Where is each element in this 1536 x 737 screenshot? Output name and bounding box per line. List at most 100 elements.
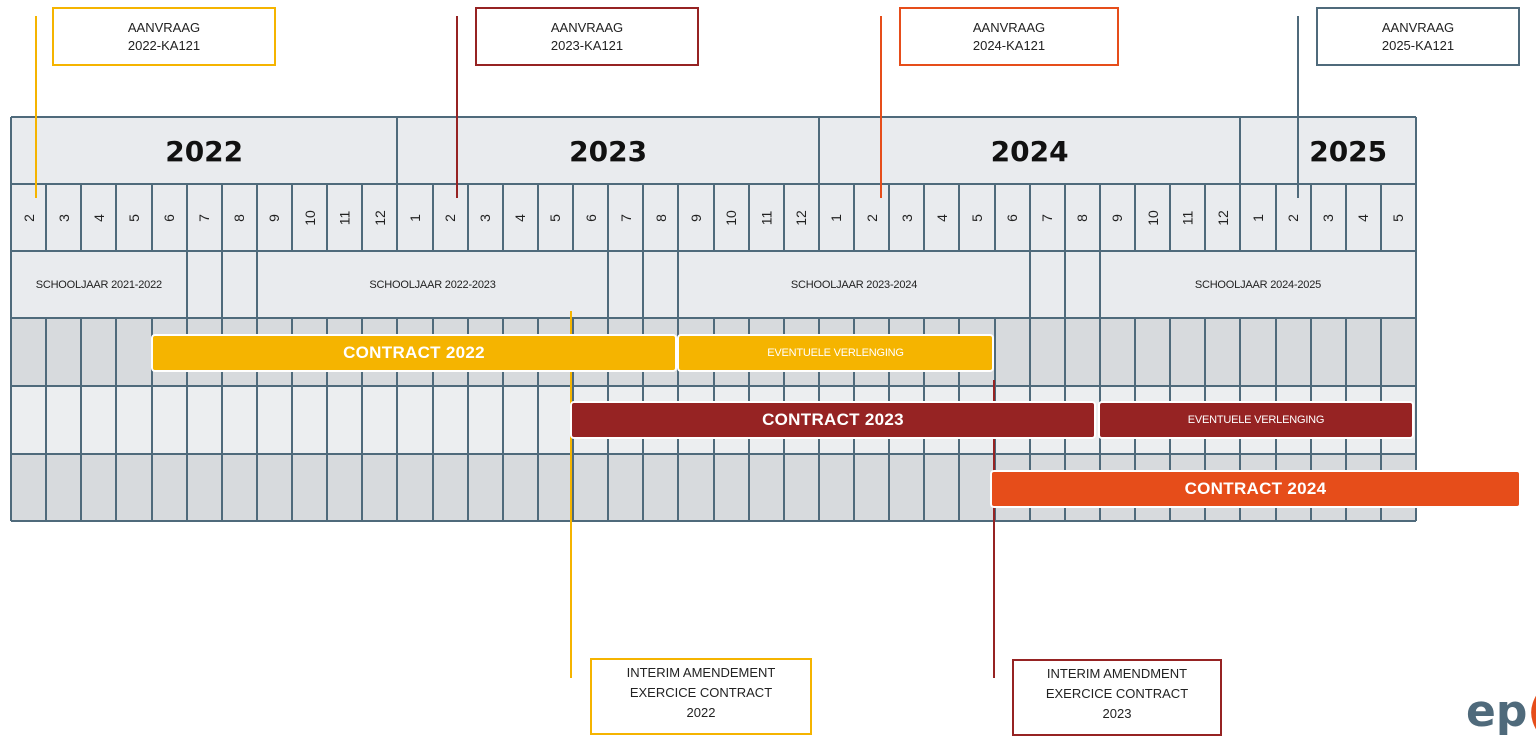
month-number: 8 <box>652 214 669 222</box>
year-label: 2025 <box>1309 134 1388 168</box>
month-label: 5 <box>538 185 573 251</box>
grid-line-vertical <box>1169 184 1172 251</box>
grid-line-vertical <box>396 117 399 184</box>
table-row-band <box>11 251 1416 318</box>
application-box: AANVRAAG 2022-KA121 <box>52 7 276 66</box>
month-label: 3 <box>889 185 924 251</box>
grid-line-vertical <box>1098 184 1101 251</box>
month-label: 11 <box>327 185 362 251</box>
month-label: 11 <box>749 185 784 251</box>
school-year-label: SCHOOLJAAR 2022-2023 <box>369 279 496 291</box>
grid-line-vertical <box>607 184 610 251</box>
grid-line-vertical <box>1239 184 1242 251</box>
month-number: 3 <box>898 214 915 222</box>
grid-line-vertical <box>10 184 12 251</box>
month-number: 5 <box>968 214 985 222</box>
month-label: 12 <box>784 185 819 251</box>
month-label: 10 <box>292 185 327 251</box>
grid-line-vertical <box>255 184 258 251</box>
month-label: 9 <box>1100 185 1135 251</box>
grid-line-vertical <box>115 318 118 521</box>
month-label: 2 <box>1276 185 1311 251</box>
grid-line-vertical <box>291 184 293 251</box>
month-label: 9 <box>257 185 292 251</box>
month-number: 1 <box>1249 214 1266 222</box>
grid-line-vertical <box>431 184 434 251</box>
month-label: 10 <box>1135 185 1170 251</box>
grid-line-vertical <box>150 184 153 251</box>
month-number: 2 <box>20 214 37 222</box>
grid-line-vertical <box>1028 184 1031 251</box>
grid-line-vertical <box>10 318 12 521</box>
month-number: 2 <box>1284 214 1301 222</box>
application-marker-line <box>880 16 882 198</box>
application-box: AANVRAAG 2023-KA121 <box>475 7 699 66</box>
grid-line-vertical <box>326 318 329 521</box>
month-label: 1 <box>397 185 432 251</box>
grid-line-vertical <box>1098 251 1101 318</box>
grid-line-vertical <box>80 184 83 251</box>
grid-line-vertical <box>642 184 645 251</box>
grid-line-vertical <box>361 184 364 251</box>
grid-line-vertical <box>1063 184 1066 251</box>
month-label: 4 <box>1346 185 1381 251</box>
grid-line-vertical <box>220 184 223 251</box>
month-number: 5 <box>125 214 142 222</box>
grid-line-vertical <box>501 318 504 521</box>
grid-line-vertical <box>255 251 258 318</box>
grid-line-vertical <box>1028 251 1031 318</box>
contract-2022-bar: CONTRACT 2022 <box>151 334 677 372</box>
grid-line-vertical <box>185 251 188 318</box>
month-label: 5 <box>1381 185 1416 251</box>
application-marker-line <box>1297 16 1299 198</box>
month-label: 12 <box>1205 185 1240 251</box>
month-number: 5 <box>1390 214 1407 222</box>
grid-line-vertical <box>1134 184 1136 251</box>
month-label: 2 <box>11 185 46 251</box>
month-label: 6 <box>152 185 187 251</box>
grid-line-vertical <box>923 184 926 251</box>
contract-2023-extension-bar: EVENTUELE VERLENGING <box>1098 401 1414 439</box>
grid-line-vertical <box>817 184 820 251</box>
grid-line-vertical <box>782 184 785 251</box>
month-number: 2 <box>863 214 880 222</box>
application-box: AANVRAAG 2025-KA121 <box>1316 7 1520 66</box>
month-number: 1 <box>828 214 845 222</box>
grid-line-vertical <box>958 184 961 251</box>
month-number: 6 <box>582 214 599 222</box>
organization-logo: ep( <box>1466 690 1536 734</box>
month-label: 3 <box>468 185 503 251</box>
grid-line-vertical <box>536 184 539 251</box>
grid-line-vertical <box>1309 184 1312 251</box>
interim-marker-line <box>993 380 995 678</box>
grid-line-vertical <box>255 318 258 521</box>
month-label: 4 <box>81 185 116 251</box>
month-label: 8 <box>222 185 257 251</box>
grid-line-horizontal <box>11 116 1416 118</box>
grid-line-vertical <box>431 318 434 521</box>
grid-line-vertical <box>501 184 504 251</box>
grid-line-vertical <box>361 318 364 521</box>
grid-line-vertical <box>185 184 188 251</box>
month-number: 7 <box>196 214 213 222</box>
month-label: 4 <box>503 185 538 251</box>
month-label: 3 <box>46 185 81 251</box>
grid-line-vertical <box>1415 184 1417 251</box>
grid-line-vertical <box>185 318 188 521</box>
interim-marker-line <box>570 311 572 678</box>
grid-line-vertical <box>150 318 153 521</box>
month-label: 2 <box>433 185 468 251</box>
grid-line-vertical <box>642 251 645 318</box>
month-number: 11 <box>758 210 775 226</box>
month-label: 11 <box>1170 185 1205 251</box>
grid-line-vertical <box>466 184 469 251</box>
grid-line-vertical <box>466 318 469 521</box>
month-label: 8 <box>1065 185 1100 251</box>
year-label: 2023 <box>569 134 648 168</box>
month-number: 4 <box>512 214 529 222</box>
month-label: 9 <box>678 185 713 251</box>
year-label: 2022 <box>165 134 244 168</box>
grid-line-vertical <box>220 251 223 318</box>
month-label: 8 <box>643 185 678 251</box>
interim-amendment-box: INTERIM AMENDEMENT EXERCICE CONTRACT 202… <box>590 658 812 735</box>
